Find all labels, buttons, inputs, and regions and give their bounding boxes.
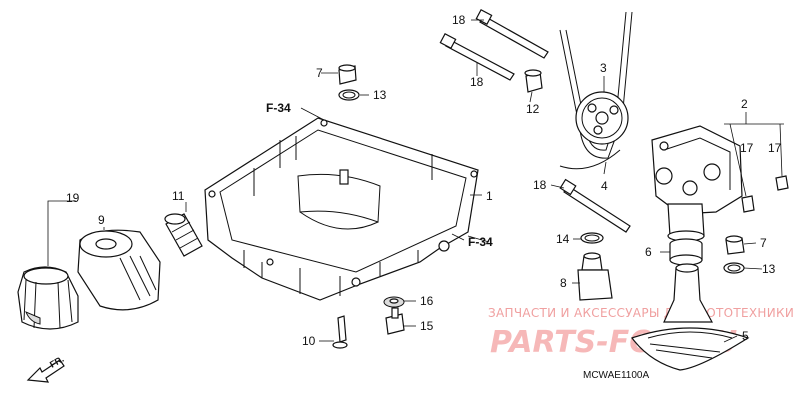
flange-bolt-10 bbox=[332, 315, 348, 349]
o-ring-14 bbox=[580, 232, 604, 244]
callout-18-middle: 18 bbox=[470, 75, 484, 89]
dowel-pin-7 bbox=[338, 64, 357, 85]
leader-lines bbox=[47, 19, 784, 343]
callout-7-right: 7 bbox=[760, 236, 767, 250]
callout-7-top: 7 bbox=[316, 66, 323, 80]
watermark-caption: ЗАПЧАСТИ И АКСЕССУАРЫ ДЛЯ МОТОТЕХНИКИ bbox=[488, 306, 794, 320]
o-ring-13-right bbox=[723, 262, 745, 274]
oil-pipe bbox=[164, 213, 203, 257]
oil-pan bbox=[204, 117, 479, 301]
callout-5: 5 bbox=[742, 329, 749, 343]
callout-13-top: 13 bbox=[373, 88, 387, 102]
long-bolt-18-lower bbox=[559, 178, 631, 233]
callout-9: 9 bbox=[98, 213, 105, 227]
callout-6: 6 bbox=[645, 245, 652, 259]
bolt-12 bbox=[524, 69, 543, 93]
callout-15: 15 bbox=[420, 319, 434, 333]
callout-12: 12 bbox=[526, 102, 540, 116]
callout-3: 3 bbox=[600, 61, 607, 75]
o-ring-13 bbox=[338, 89, 360, 101]
callout-8: 8 bbox=[560, 276, 567, 290]
front-direction-arrow bbox=[26, 359, 65, 383]
callout-17-right: 17 bbox=[768, 141, 782, 155]
dowel-pin-17-a bbox=[741, 195, 755, 213]
long-bolt-18-middle bbox=[439, 32, 515, 81]
callout-4: 4 bbox=[601, 179, 608, 193]
drain-bolt-15 bbox=[385, 307, 405, 335]
oil-strainer-5 bbox=[631, 263, 750, 371]
reference-f34-top: F-34 bbox=[266, 101, 291, 115]
callout-13-right: 13 bbox=[762, 262, 776, 276]
callout-1: 1 bbox=[486, 189, 493, 203]
oil-filter-wrench bbox=[17, 266, 79, 330]
callout-10: 10 bbox=[302, 334, 316, 348]
callout-11: 11 bbox=[172, 189, 185, 203]
reference-f34-right-arrow bbox=[451, 233, 465, 241]
dowel-pin-7-right bbox=[725, 235, 745, 255]
oil-pump-drive-chain bbox=[559, 11, 633, 170]
long-bolt-18-top bbox=[475, 8, 549, 59]
dowel-pin-17-b bbox=[775, 175, 789, 191]
reference-f34-right: F-34 bbox=[468, 235, 493, 249]
callout-14: 14 bbox=[556, 232, 570, 246]
callout-18-top: 18 bbox=[452, 13, 466, 27]
diagram-code: MCWAE1100A bbox=[583, 370, 649, 381]
oil-pump-assembly bbox=[651, 125, 743, 242]
washer-16 bbox=[383, 296, 405, 308]
callout-numbers: 19 9 11 1 7 13 18 18 12 3 4 18 2 17 17 1… bbox=[66, 13, 782, 348]
oil-filter bbox=[77, 229, 161, 311]
callout-19: 19 bbox=[66, 191, 80, 205]
callout-2: 2 bbox=[741, 97, 748, 111]
collar-6 bbox=[669, 238, 703, 266]
oil-pump-driven-sprocket bbox=[575, 91, 629, 145]
oil-pressure-switch-8 bbox=[577, 252, 613, 301]
callout-18-lower: 18 bbox=[533, 178, 547, 192]
callout-16: 16 bbox=[420, 294, 434, 308]
callout-17-left: 17 bbox=[740, 141, 754, 155]
